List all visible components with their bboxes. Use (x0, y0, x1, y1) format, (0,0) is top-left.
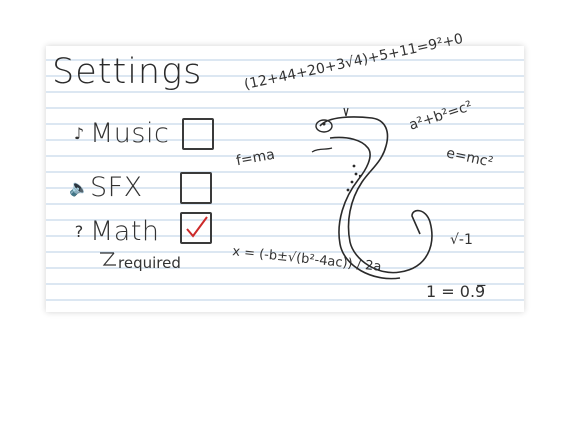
speaker-icon: 🔈 (69, 177, 89, 197)
music-label: Music (90, 117, 170, 149)
sfx-label: SFX (90, 171, 143, 203)
snake-doodle (311, 107, 433, 280)
math-label: Math (90, 215, 160, 247)
math-checkbox[interactable] (180, 212, 212, 244)
arrow-up-icon (100, 252, 116, 266)
math-setting-row[interactable]: ? Math (68, 214, 160, 248)
ruled-lines (46, 59, 524, 301)
sfx-checkbox[interactable] (180, 172, 212, 204)
settings-card: Settings ♪ Music 🔈 SFX ? Math required (… (46, 31, 524, 312)
sqrt-neg-one: √-1 (450, 232, 473, 248)
page-title: Settings (52, 52, 203, 92)
question-mark-icon: ? (74, 221, 84, 241)
sfx-setting-row[interactable]: 🔈 SFX (68, 170, 143, 204)
music-checkbox[interactable] (182, 118, 214, 150)
music-setting-row[interactable]: ♪ Music (68, 116, 169, 150)
checkmark-icon (186, 216, 208, 238)
one-equals-equation: 1 = 0.9̅ (426, 282, 486, 301)
required-note: required (118, 254, 181, 272)
music-note-icon: ♪ (73, 123, 85, 143)
